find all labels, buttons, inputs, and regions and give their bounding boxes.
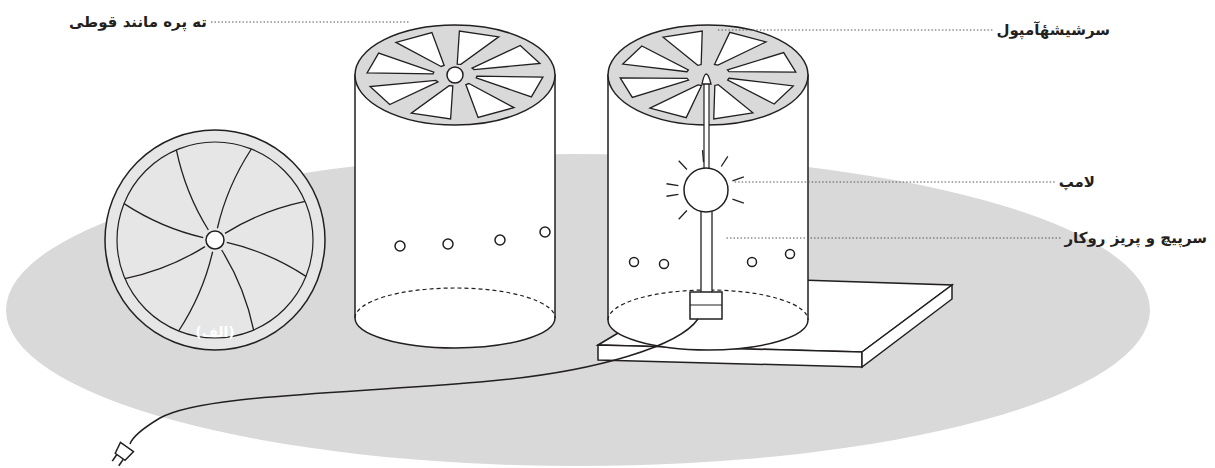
lamp [666, 150, 743, 294]
leader-line [726, 238, 1060, 239]
ampoule-rod [702, 74, 711, 170]
part-label: سرپیچ و پریز روکار [1064, 229, 1207, 247]
figure-label: (الف) [195, 324, 235, 341]
fan-disk [105, 130, 325, 350]
power-cord [130, 319, 698, 444]
plug [109, 442, 134, 468]
part-label: ته پره مانند قوطی [69, 13, 207, 31]
leader-line [716, 30, 992, 31]
can-body [355, 25, 555, 348]
leader-line [211, 22, 410, 23]
can-top-flaps [367, 31, 543, 119]
can-body [608, 25, 808, 350]
socket [690, 292, 722, 319]
part-label: سرشیشهٔآمپول [996, 21, 1110, 39]
part-label: لامپ [1059, 173, 1095, 191]
leader-line [734, 182, 1055, 183]
